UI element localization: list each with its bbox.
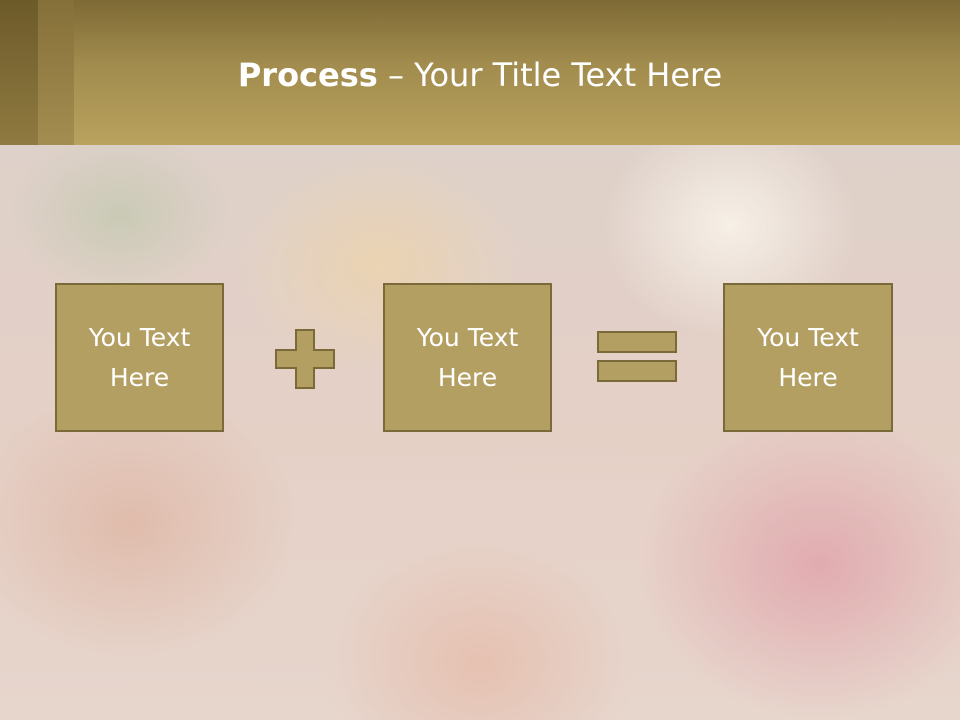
title-bold: Process xyxy=(237,56,378,94)
process-box-1-line1: You Text xyxy=(88,322,191,352)
process-box-3-line1: You Text xyxy=(757,322,859,352)
process-box-1: You Text Here xyxy=(55,283,224,432)
process-box-3: You Text Here xyxy=(723,283,893,432)
background-overlay xyxy=(0,145,960,720)
banner-stripe-dark xyxy=(0,0,38,145)
process-box-1-line2: Here xyxy=(109,362,170,392)
title-rest: – Your Title Text Here xyxy=(377,56,723,94)
process-box-2-line1: You Text xyxy=(416,322,519,352)
equals-icon xyxy=(597,331,677,382)
plus-icon xyxy=(275,329,335,389)
process-box-3-line2: Here xyxy=(778,362,838,392)
process-box-2-line2: Here xyxy=(437,362,498,392)
background-photo xyxy=(0,145,960,720)
banner-stripe-light xyxy=(38,0,74,145)
slide-title: Process – Your Title Text Here xyxy=(74,52,886,98)
title-banner xyxy=(0,0,960,145)
process-box-2: You Text Here xyxy=(383,283,552,432)
